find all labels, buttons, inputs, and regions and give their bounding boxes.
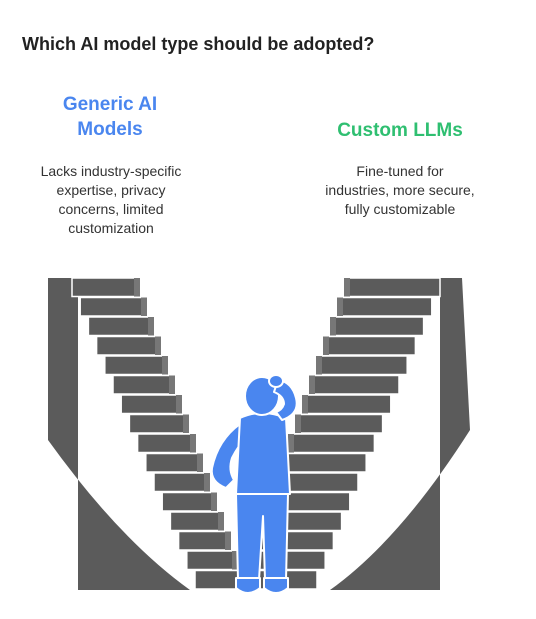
stair-step	[87, 316, 155, 337]
stair-step-edge	[148, 317, 154, 336]
stair-step-edge	[288, 434, 294, 453]
person-head	[244, 376, 280, 416]
stair-step-edge	[141, 297, 147, 316]
stair-step-edge	[309, 375, 315, 394]
stair-step	[177, 530, 232, 551]
stair-step	[308, 374, 400, 395]
option-heading-custom-llms: Custom LLMs	[305, 118, 495, 143]
description-line: customization	[68, 220, 154, 236]
stair-step	[287, 433, 376, 454]
stair-step-edge	[134, 278, 140, 297]
stair-step	[169, 511, 225, 532]
stair-step-edge	[176, 395, 182, 414]
stair-step	[120, 394, 183, 415]
description-line: Lacks industry-specific	[40, 163, 182, 179]
stairs-icon	[48, 277, 246, 590]
stair-step-edge	[337, 297, 343, 316]
stair-step	[153, 472, 211, 493]
person-left-foot	[235, 577, 261, 594]
stair-step	[136, 433, 197, 454]
person-thinking-icon	[210, 374, 298, 594]
stair-step-edge	[295, 414, 301, 433]
stair-step-edge	[155, 336, 161, 355]
description-line: expertise, privacy	[56, 182, 166, 198]
person-hand	[268, 374, 284, 388]
stairs-right-wall	[330, 278, 470, 590]
person-right-foot	[263, 577, 289, 594]
option-description-generic-ai: Lacks industry-specific expertise, priva…	[5, 162, 217, 238]
option-description-custom-llms: Fine-tuned for industries, more secure, …	[295, 162, 505, 219]
stair-step-edge	[316, 356, 322, 375]
stair-step	[112, 374, 176, 395]
stair-step	[79, 296, 148, 317]
stair-step-edge	[204, 473, 210, 492]
description-line: concerns, limited	[58, 201, 164, 217]
stair-step	[329, 316, 425, 337]
stair-step	[315, 355, 408, 376]
stair-step	[104, 355, 169, 376]
stair-step-edge	[344, 278, 350, 297]
heading-line: Generic AI	[62, 94, 158, 115]
stair-step	[128, 413, 190, 434]
stair-step	[145, 452, 204, 473]
description-line: Fine-tuned for	[356, 163, 444, 179]
stair-step-edge	[169, 375, 175, 394]
stair-step	[343, 277, 441, 298]
description-line: fully customizable	[344, 201, 456, 217]
stair-step-edge	[232, 551, 238, 570]
stair-step	[294, 413, 384, 434]
stair-step	[161, 491, 218, 512]
diagram-title: Which AI model type should be adopted?	[22, 34, 375, 54]
person-left-arm	[210, 423, 247, 489]
stair-step	[322, 335, 417, 356]
person-torso	[235, 412, 291, 495]
stair-step-edge	[218, 512, 224, 531]
stair-step-edge	[162, 356, 168, 375]
heading-line: Models	[77, 119, 143, 140]
stair-step-edge	[330, 317, 336, 336]
stair-step-edge	[211, 492, 217, 511]
stair-step	[186, 550, 239, 571]
stair-step	[301, 394, 392, 415]
stair-step-edge	[225, 531, 231, 550]
stair-step	[336, 296, 433, 317]
stair-step-edge	[190, 434, 196, 453]
stair-step-edge	[323, 336, 329, 355]
person-right-arm	[273, 379, 298, 421]
heading-line: Custom LLMs	[337, 120, 463, 141]
stair-step-edge	[197, 453, 203, 472]
stair-step	[71, 277, 141, 298]
option-heading-generic-ai: Generic AI Models	[20, 92, 200, 142]
stairs-left-wall	[48, 278, 190, 590]
stair-step	[280, 452, 367, 473]
stair-step-edge	[183, 414, 189, 433]
stair-step-edge	[302, 395, 308, 414]
description-line: industries, more secure,	[325, 182, 475, 198]
stair-step	[95, 335, 162, 356]
